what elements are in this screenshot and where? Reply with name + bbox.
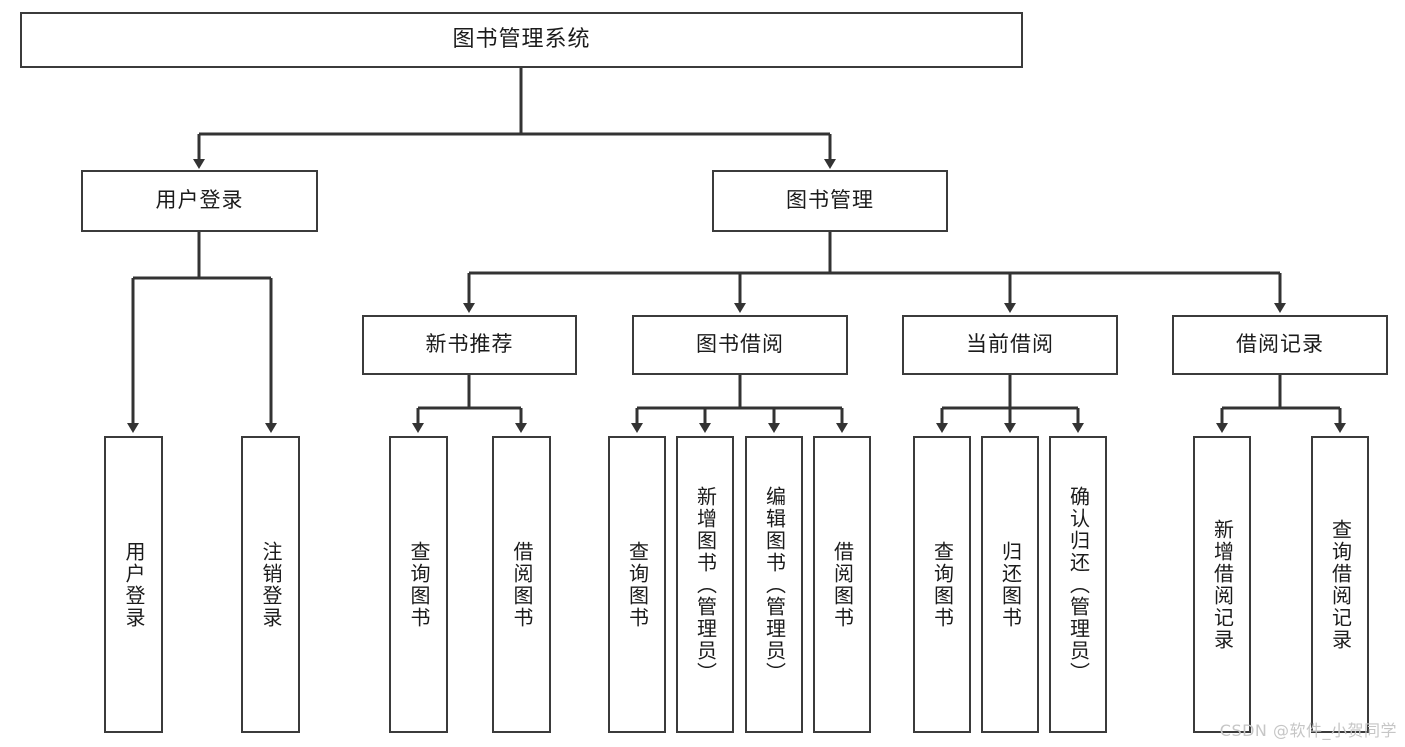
node-leaf-query-borrow-record[interactable]: 查询借阅记录 [1311, 436, 1369, 733]
node-leaf-logout[interactable]: 注销登录 [241, 436, 300, 733]
node-label: 归还图书 [998, 540, 1023, 629]
watermark-text: CSDN @软件_小贺同学 [1219, 721, 1397, 740]
node-label: 注销登录 [259, 540, 283, 629]
node-label: 查询图书 [625, 540, 650, 629]
node-leaf-borrow-book[interactable]: 借阅图书 [813, 436, 871, 733]
node-label: 查询借阅记录 [1328, 518, 1353, 651]
node-book-borrow[interactable]: 图书借阅 [632, 315, 848, 375]
node-leaf-add-book-admin[interactable]: 新增图书（管理员） [676, 436, 734, 733]
node-leaf-confirm-return-admin[interactable]: 确认归还（管理员） [1049, 436, 1107, 733]
node-label: 查询图书 [407, 540, 431, 629]
node-user-login[interactable]: 用户登录 [81, 170, 318, 232]
node-label: 图书管理系统 [452, 26, 591, 52]
node-label: 借阅记录 [1236, 332, 1324, 357]
node-new-book-recommend[interactable]: 新书推荐 [362, 315, 577, 375]
node-leaf-borrow-book-recommend[interactable]: 借阅图书 [492, 436, 551, 733]
node-label: 当前借阅 [966, 332, 1054, 357]
node-label: 新增借阅记录 [1210, 518, 1235, 651]
node-leaf-query-book-borrow[interactable]: 查询图书 [608, 436, 666, 733]
node-label: 借阅图书 [510, 540, 534, 629]
node-current-borrow[interactable]: 当前借阅 [902, 315, 1118, 375]
node-label: 新增图书（管理员） [693, 485, 718, 684]
node-label: 用户登录 [122, 540, 146, 629]
node-leaf-user-login[interactable]: 用户登录 [104, 436, 163, 733]
node-root-book-management-system[interactable]: 图书管理系统 [20, 12, 1023, 68]
node-leaf-query-book-recommend[interactable]: 查询图书 [389, 436, 448, 733]
node-book-management[interactable]: 图书管理 [712, 170, 948, 232]
node-label: 查询图书 [930, 540, 955, 629]
node-label: 图书管理 [786, 188, 874, 213]
node-borrow-records[interactable]: 借阅记录 [1172, 315, 1388, 375]
node-leaf-return-book[interactable]: 归还图书 [981, 436, 1039, 733]
node-leaf-edit-book-admin[interactable]: 编辑图书（管理员） [745, 436, 803, 733]
node-label: 编辑图书（管理员） [762, 485, 787, 684]
node-leaf-query-book-current[interactable]: 查询图书 [913, 436, 971, 733]
node-label: 用户登录 [155, 188, 244, 213]
node-label: 借阅图书 [830, 540, 855, 629]
node-leaf-add-borrow-record[interactable]: 新增借阅记录 [1193, 436, 1251, 733]
node-label: 图书借阅 [696, 332, 784, 357]
node-label: 确认归还（管理员） [1066, 485, 1091, 684]
node-label: 新书推荐 [425, 332, 514, 357]
